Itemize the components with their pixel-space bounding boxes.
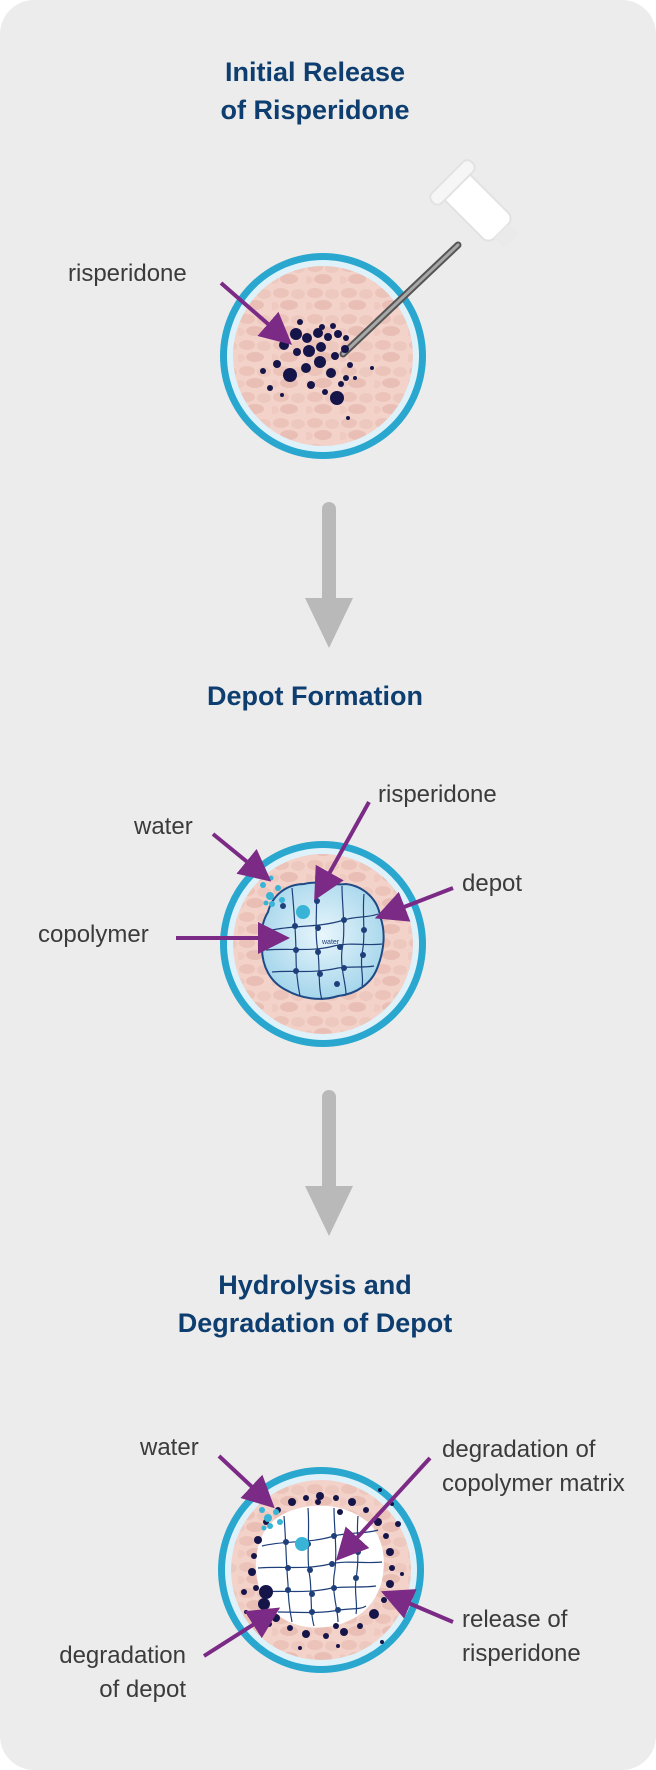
label-line: degradation of: [442, 1436, 596, 1463]
heading-hydrolysis: Hydrolysis and Degradation of Depot: [0, 1266, 630, 1342]
heading-line: Degradation of Depot: [177, 1308, 453, 1338]
label-risperidone-2: risperidone: [378, 781, 497, 808]
heading-line: Depot Formation: [207, 681, 423, 711]
depot-blob: water: [260, 881, 385, 1001]
pointer-risperidone-1: [219, 281, 293, 345]
label-line: release of: [462, 1606, 568, 1633]
cell-initial-release: [220, 253, 426, 459]
heading-line: Initial Release: [224, 57, 406, 87]
pointer-water-3: [217, 1454, 275, 1509]
heading-line: of Risperidone: [220, 95, 410, 125]
label-water-2: water: [134, 813, 193, 840]
water-droplets-degradation: [259, 1507, 309, 1551]
label-water-3: water: [140, 1434, 199, 1461]
heading-depot-formation: Depot Formation: [0, 677, 630, 715]
heading-initial-release: Initial Release of Risperidone: [0, 53, 630, 129]
pointer-risperidone-2: [314, 801, 371, 901]
label-line: of depot: [99, 1676, 186, 1703]
pointer-degradation-depot: [202, 1607, 281, 1658]
pointer-release-risperidone: [380, 1589, 454, 1624]
down-arrow-icon: [305, 502, 353, 648]
label-line: degradation: [59, 1642, 186, 1669]
pointer-depot-2: [374, 886, 454, 922]
label-copolymer-2: copolymer: [38, 921, 149, 948]
label-degradation-matrix: degradation of copolymer matrix: [442, 1433, 625, 1501]
heading-line: Hydrolysis and: [218, 1270, 412, 1300]
inner-water-label: water: [321, 939, 340, 946]
pointer-degradation-matrix: [335, 1456, 432, 1561]
label-risperidone-1: risperidone: [68, 260, 187, 287]
pointer-water-2: [211, 832, 272, 882]
degraded-depot: [256, 1505, 384, 1628]
label-depot-2: depot: [462, 870, 523, 897]
label-line: risperidone: [462, 1640, 581, 1667]
drug-particles-initial: [260, 319, 374, 420]
down-arrow-icon: [305, 1090, 353, 1236]
label-degradation-depot: degradation of depot: [28, 1639, 186, 1707]
label-line: copolymer matrix: [442, 1470, 625, 1497]
label-release-risperidone: release of risperidone: [462, 1603, 581, 1671]
syringe-icon: [339, 159, 519, 358]
